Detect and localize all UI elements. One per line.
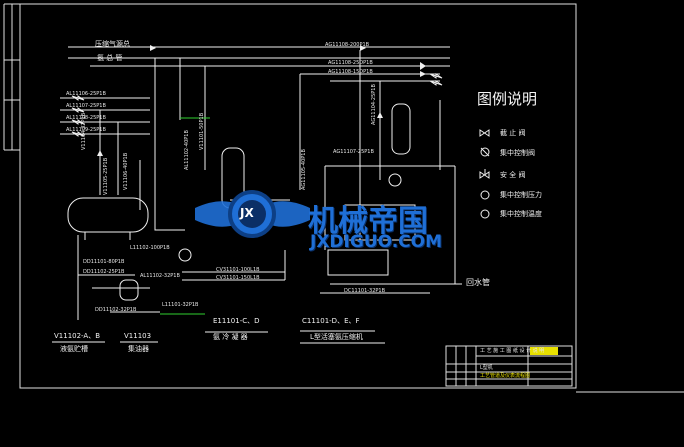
mid-line-label: DD11101-80P1B <box>83 259 125 265</box>
legend-item-label: 集中控制温度 <box>500 210 542 218</box>
drain-line-label: DC11101-32P1B <box>344 288 386 294</box>
watermark-main-text: 机械帝国 <box>308 204 428 239</box>
ag-line-1-label: AG11108-200P1B <box>325 42 370 48</box>
vertical-line-label: AL11102-40P1B <box>184 130 190 170</box>
legend-icons <box>479 129 490 219</box>
equipment-underlines <box>52 330 385 344</box>
legend-item-label: 集中控制阀 <box>500 149 535 157</box>
return-water-label: 回水管 <box>466 278 490 287</box>
vertical-line-label: AG11107-25P1B <box>333 149 374 155</box>
mid-line-label: AL11102-32P1B <box>140 273 180 279</box>
header-main-label: 氢 总 管 <box>97 54 123 62</box>
left-line-label: AL11109-25P1B <box>66 127 106 133</box>
vertical-line-label: AG11105-40P1B <box>301 149 307 190</box>
watermark-logo-icon <box>195 190 310 238</box>
ag-line-3-label: AG11108-15DP1B <box>328 69 373 75</box>
valve-symbols-outline <box>71 73 443 137</box>
header-pipes <box>60 46 462 320</box>
compressed-air-label: 压缩气源总 <box>95 40 130 48</box>
watermark-logo-text: JX <box>240 206 254 220</box>
lower-line-label: CV31101-150L1B <box>216 275 260 281</box>
equipment-name: 集油器 <box>128 345 149 353</box>
equipment-name: 氨 冷 凝 器 <box>213 333 248 341</box>
valve-symbols <box>97 45 426 156</box>
mid-line-label: DD11102-32P1B <box>95 307 137 313</box>
title-block-frame <box>445 345 573 387</box>
vertical-line-label: V11101-50P1B <box>199 112 205 150</box>
control-valve-icon <box>480 147 490 157</box>
lower-line-label: L11102-100P1B <box>130 245 170 251</box>
left-line-label: AL11106-25P1B <box>66 91 106 97</box>
lower-line-label: CV31101-100L1B <box>216 267 260 273</box>
drawing-frame <box>3 3 684 393</box>
pressure-indicator-icon <box>480 190 490 200</box>
equipment-code: V11103 <box>124 332 152 340</box>
title-block-label: L型机 <box>480 365 493 371</box>
mid-line-label: DD11102-25P1B <box>83 269 125 275</box>
legend-item-label: 截 止 阀 <box>500 129 526 137</box>
watermark-sub-text: JXDIGUO.COM <box>310 232 443 252</box>
title-block-title: 工 艺 施 工 图 纸 设 计 说 明 <box>480 348 545 354</box>
left-line-label: AL11107-25P1B <box>66 103 106 109</box>
vertical-line-label: AG11104-25P1B <box>371 84 377 125</box>
equipment-code: V11102-A、B <box>54 332 101 340</box>
gate-valve-icon <box>479 129 490 137</box>
equipment-code: C11101-D、E、F <box>302 317 360 325</box>
legend-title: 图例说明 <box>477 90 538 108</box>
temperature-indicator-icon <box>480 209 490 219</box>
ag-line-2-label: AG11108-25DP1B <box>328 60 373 66</box>
lower-line-label: L11101-32P1B <box>162 302 199 308</box>
title-block-label: 工艺管道及仪表流程图 <box>480 373 531 379</box>
equipment-shapes <box>67 103 416 301</box>
legend-item-label: 安 全 阀 <box>500 171 526 179</box>
left-line-label: AL11108-25P1B <box>66 115 106 121</box>
legend-item-label: 集中控制压力 <box>500 191 542 199</box>
vertical-line-label: V11105-25P1B <box>103 157 109 195</box>
equipment-code: E11101-C、D <box>213 317 260 325</box>
equipment-name: L型活塞氨压缩机 <box>310 333 363 341</box>
vertical-line-label: V11106-40P1B <box>123 152 129 190</box>
equipment-name: 液氨贮槽 <box>60 345 88 353</box>
vertical-line-label: V11104-32P1B <box>81 112 87 150</box>
title-block-highlight <box>530 347 558 355</box>
safety-valve-icon <box>479 169 490 179</box>
